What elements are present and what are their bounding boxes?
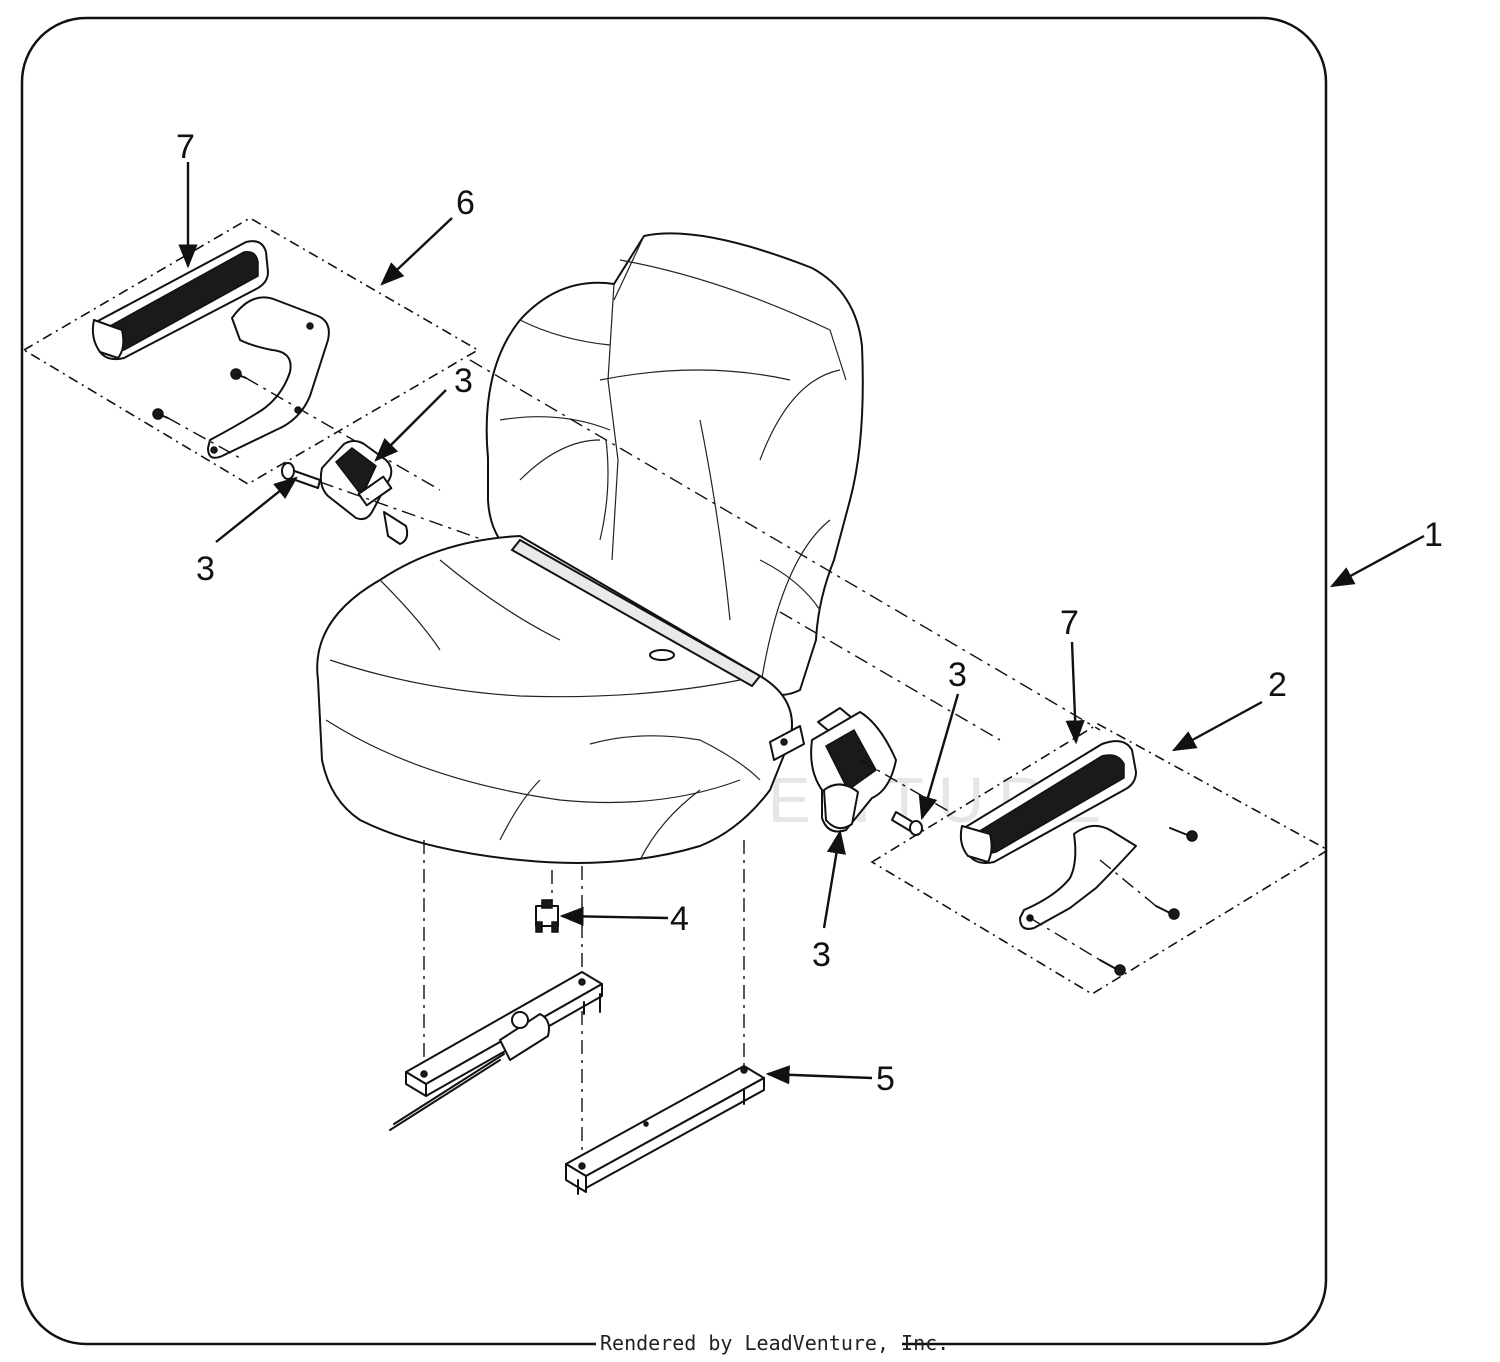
callout-4: 4 [670,900,689,938]
callout-3-upper-right: 3 [948,656,967,694]
slide-rail-right [565,1065,765,1195]
callout-3-bolt-left: 3 [196,550,215,588]
seat-cushion [316,535,793,864]
seat-side-bracket [769,725,805,761]
callout-5: 5 [876,1060,895,1098]
right-armrest-kit [870,723,1330,995]
screw-icon [1099,959,1126,976]
screw-icon [230,368,247,380]
callout-6: 6 [456,184,475,222]
seatbelt-buckle-left [319,440,409,545]
callout-7-right: 7 [1060,604,1079,642]
footer-credit: Rendered by LeadVenture, Inc. [600,1331,949,1355]
left-armrest-kit [22,217,480,491]
callout-3-upper-left: 3 [454,362,473,400]
bolt-right [891,811,923,836]
seat-switch [535,899,559,933]
slide-rail-left [389,971,603,1131]
seatbelt-buckle-right [810,707,897,833]
callout-1: 1 [1424,516,1443,554]
screw-icon [1169,827,1198,842]
callout-7-left: 7 [176,128,195,166]
bolt-left [281,462,321,489]
callout-3-lower-right: 3 [812,936,831,974]
callout-2: 2 [1268,666,1287,704]
screw-icon [1155,905,1180,920]
screw-icon [152,408,169,420]
